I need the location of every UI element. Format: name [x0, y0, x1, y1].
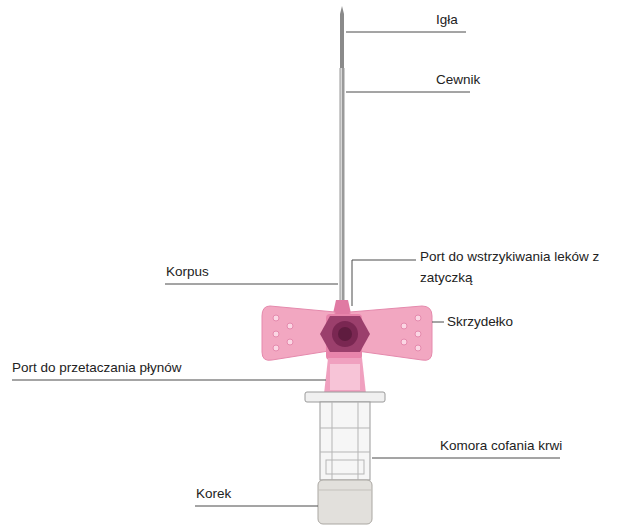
catheter: [340, 68, 345, 314]
part-label: Port do wstrzykiwania leków z zatyczką: [420, 247, 620, 289]
wing-holes: [273, 315, 421, 351]
infusion-port: [324, 358, 366, 394]
part-label: Igła: [436, 9, 458, 31]
part-label: Skrzydełko: [447, 311, 513, 333]
needle: [340, 6, 344, 70]
part-label: Port do przetaczania płynów: [12, 357, 182, 379]
cap: [318, 480, 372, 524]
leader-lines: [12, 32, 560, 506]
flashback-chamber: [320, 402, 370, 480]
part-label: Cewnik: [436, 69, 480, 91]
part-label: Komora cofania krwi: [440, 435, 562, 457]
part-label: Korpus: [166, 261, 209, 283]
flange: [305, 392, 385, 402]
part-label: Korek: [196, 483, 231, 505]
injection-port: [320, 316, 370, 352]
